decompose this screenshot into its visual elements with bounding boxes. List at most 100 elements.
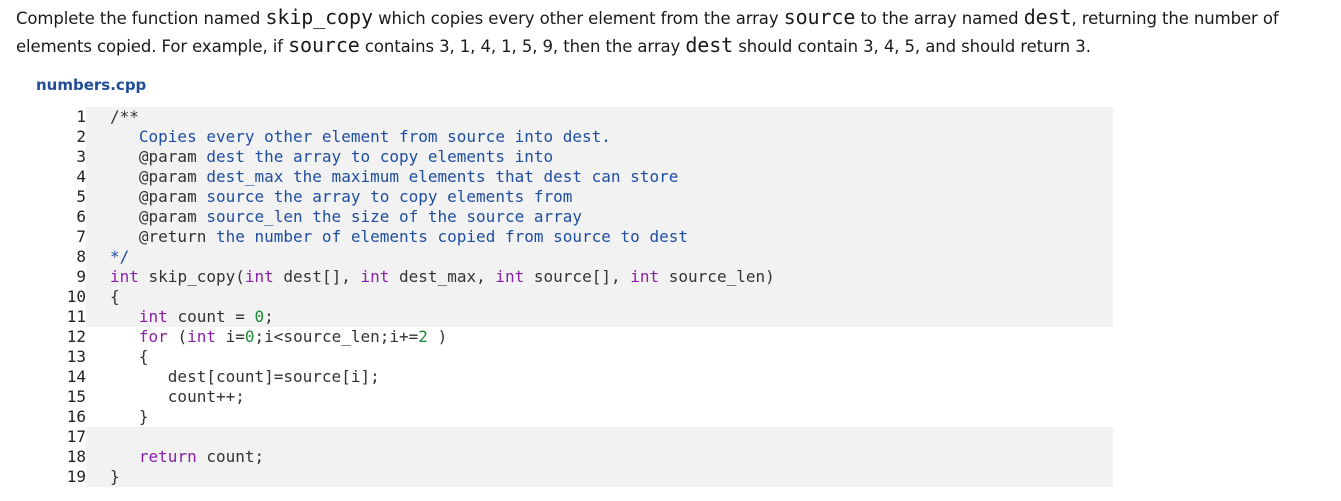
line-number: 17 [66,427,86,446]
code-content[interactable] [86,427,1113,447]
code-editor[interactable]: 1/**2 Copies every other element from so… [36,107,1113,487]
code-content[interactable]: count++; [86,387,1113,407]
code-token: ;i<source_len;i+= [254,327,419,346]
code-content[interactable]: @param source_len the size of the source… [86,207,1113,227]
code-token: @return [110,227,216,246]
prompt-text: should contain 3, 4, 5, and should retur… [733,37,1091,56]
code-line[interactable]: 14 dest[count]=source[i]; [36,367,1113,387]
code-token: int [630,267,660,286]
line-number: 10 [66,287,86,306]
code-token: source the array to copy elements from [206,187,573,206]
code-token: return [138,447,197,466]
code-line[interactable]: 7 @return the number of elements copied … [36,227,1113,247]
code-line[interactable]: 11 int count = 0; [36,307,1113,327]
code-token: count = [167,307,255,326]
code-token: @param [110,167,207,186]
code-line[interactable]: 2 Copies every other element from source… [36,127,1113,147]
line-number: 19 [66,467,86,486]
code-token: } [110,407,149,426]
code-line[interactable]: 19} [36,467,1113,487]
code-token: 0 [254,307,265,326]
code-token: */ [110,247,130,266]
code-content[interactable]: Copies every other element from source i… [86,127,1113,147]
code-content[interactable]: int skip_copy(int dest[], int dest_max, … [86,267,1113,287]
code-token: int [138,307,168,326]
code-content[interactable]: { [86,287,1113,307]
line-number: 11 [66,307,86,326]
code-token: } [110,467,120,486]
code-token: 2 [418,327,428,346]
code-line[interactable]: 1 /** [36,107,1113,127]
line-number: 14 [66,367,86,386]
code-line[interactable]: 10 { [36,287,1113,307]
line-number: 13 [66,347,86,366]
line-number: 1 [76,107,86,126]
line-number: 6 [76,207,86,226]
code-token: dest_max the maximum elements that dest … [206,167,679,186]
code-token: @param [110,187,207,206]
code-content[interactable]: } [86,467,1113,487]
code-token: /** [110,107,139,126]
prompt-text: to the array named [855,9,1024,28]
prompt-text: which copies every other element from th… [372,9,784,28]
line-number: 9 [76,267,86,286]
code-line[interactable]: 6 @param source_len the size of the sour… [36,207,1113,227]
code-token: source_len the size of the source array [206,207,583,226]
code-token: the number of elements copied from sourc… [215,227,688,246]
prompt-text: Complete the function named [16,9,266,28]
code-content[interactable]: } [86,407,1113,427]
code-line[interactable]: 12 for (int i=0;i<source_len;i+=2 ) [36,327,1113,347]
file-name-label: numbers.cpp [36,76,147,94]
code-line[interactable]: 18 return count; [36,447,1113,467]
code-line[interactable]: 16 } [36,407,1113,427]
line-number: 7 [76,227,86,246]
code-token: for [138,327,168,346]
code-token: i= [215,327,245,346]
code-content[interactable]: int count = 0; [86,307,1113,327]
code-token: { [110,347,149,366]
code-token: int [495,267,525,286]
code-content[interactable]: @param dest the array to copy elements i… [86,147,1113,167]
code-content[interactable]: */ [86,247,1113,267]
inline-code: skip_copy [265,5,373,29]
code-token: dest[], [273,267,361,286]
prompt-text: , returning the number of elements copie… [16,9,1279,56]
code-line[interactable]: 15 count++; [36,387,1113,407]
code-token: dest[count]=source[i]; [110,367,380,386]
code-token: Copies every other element from source i… [110,127,611,146]
code-content[interactable]: return count; [86,447,1113,467]
line-number: 5 [76,187,86,206]
code-token: source[], [524,267,631,286]
code-token: skip_copy( [138,267,245,286]
code-content[interactable]: { [86,347,1113,367]
line-number: 8 [76,247,86,266]
code-token: int [244,267,274,286]
code-token [110,327,139,346]
code-content[interactable]: @return the number of elements copied fr… [86,227,1113,247]
code-line[interactable]: 8 */ [36,247,1113,267]
code-line[interactable]: 4 @param dest_max the maximum elements t… [36,167,1113,187]
line-number: 2 [76,127,86,146]
code-content[interactable]: @param source the array to copy elements… [86,187,1113,207]
line-number: 3 [76,147,86,166]
prompt-text: contains 3, 1, 4, 1, 5, 9, then the arra… [359,37,686,56]
inline-code: dest [685,33,734,57]
code-token [110,307,139,326]
code-content[interactable]: /** [86,107,1113,127]
code-token: count++; [110,387,245,406]
inline-code: source [783,5,856,29]
code-line[interactable]: 3 @param dest the array to copy elements… [36,147,1113,167]
code-content[interactable]: dest[count]=source[i]; [86,367,1113,387]
code-token: { [110,287,120,306]
line-number: 4 [76,167,86,186]
code-line[interactable]: 13 { [36,347,1113,367]
code-line[interactable]: 5 @param source the array to copy elemen… [36,187,1113,207]
code-token: int [360,267,390,286]
code-content[interactable]: @param dest_max the maximum elements tha… [86,167,1113,187]
code-content[interactable]: for (int i=0;i<source_len;i+=2 ) [86,327,1113,347]
line-number: 16 [66,407,86,426]
code-line[interactable]: 17 [36,427,1113,447]
code-token: @param [110,147,207,166]
code-token: count; [196,447,265,466]
